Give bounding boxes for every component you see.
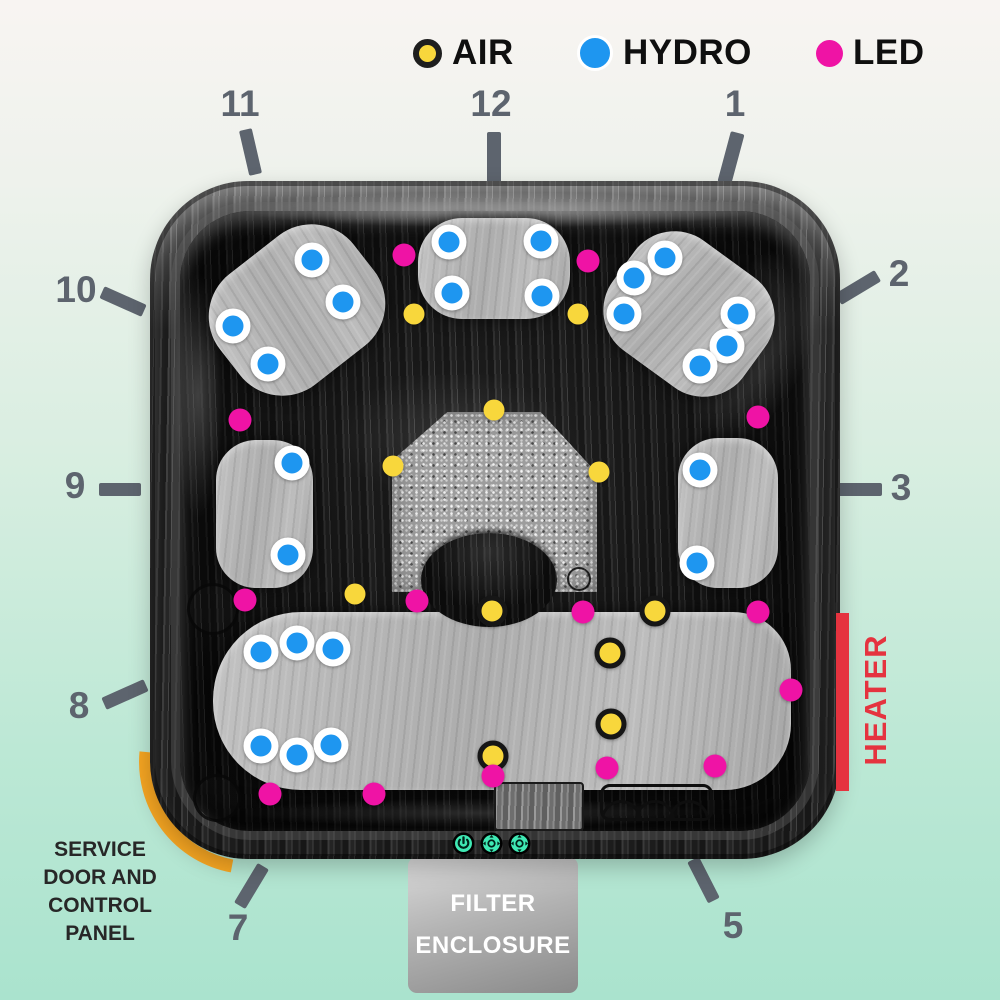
clock-tick [834, 269, 882, 305]
hydro-jet-dot [720, 296, 756, 332]
hydro-jet-dot [279, 625, 315, 661]
legend-item-led: LED [816, 33, 925, 73]
clock-tick [838, 482, 882, 496]
led-light-dot [481, 764, 505, 788]
legend-label-led: LED [853, 33, 925, 72]
hydro-jet-dot [679, 545, 715, 581]
jet-adjust-icon [480, 832, 503, 855]
filter-line: ENCLOSURE [415, 932, 571, 959]
hydro-jet-icon [577, 35, 613, 71]
led-light-dot [746, 405, 770, 429]
led-light-dot [703, 754, 727, 778]
clock-tick [238, 128, 262, 176]
hydro-jet-dot [682, 452, 718, 488]
led-light-icon [816, 39, 843, 67]
led-light-dot [595, 756, 619, 780]
led-light-dot [228, 408, 252, 432]
floor-fitting-circle [187, 583, 239, 635]
air-jet-dot [567, 303, 589, 325]
hydro-jet-dot [434, 275, 470, 311]
heater-bar [836, 613, 849, 791]
hydro-jet-dot [243, 634, 279, 670]
clock-tick [717, 131, 745, 185]
control-icons-row [452, 832, 531, 855]
molded-scallop-detail [600, 784, 713, 821]
air-jet-dot [483, 399, 505, 421]
hydro-jet-dot [325, 284, 361, 320]
hydro-jet-dot [431, 224, 467, 260]
hydro-jet-dot [315, 631, 351, 667]
legend-item-hydro: HYDRO [577, 33, 752, 73]
clock-tick [99, 285, 147, 317]
service-line: CONTROL [48, 893, 152, 917]
hydro-jet-dot [279, 737, 315, 773]
hydro-jet-dot [270, 537, 306, 573]
led-light-dot [576, 249, 600, 273]
service-line: DOOR AND [43, 865, 157, 889]
hydro-jet-dot [606, 296, 642, 332]
hydro-jet-dot [524, 278, 560, 314]
hydro-jet-dot [616, 260, 652, 296]
hydro-jet-dot [294, 242, 330, 278]
service-door-label: SERVICE DOOR AND CONTROL PANEL [10, 836, 190, 948]
air-jet-dot [588, 461, 610, 483]
service-line: PANEL [65, 921, 135, 945]
legend-item-air: AIR [413, 33, 514, 73]
led-light-dot [258, 782, 282, 806]
hydro-jet-dot [647, 240, 683, 276]
clock-position-label: 8 [68, 685, 90, 726]
topside-control-panel [494, 782, 584, 831]
clock-position-label: 12 [470, 83, 512, 124]
legend-label-air: AIR [452, 33, 514, 72]
service-door-arc [139, 751, 234, 873]
clock-position-label: 9 [64, 465, 86, 506]
drain-circle [567, 567, 591, 591]
air-jet-dot [476, 595, 508, 627]
clock-tick [99, 482, 141, 496]
service-line: SERVICE [54, 838, 146, 861]
hydro-jet-dot [313, 727, 349, 763]
hydro-jet-dot [523, 223, 559, 259]
filter-enclosure: FILTER ENCLOSURE [408, 857, 578, 993]
heater-label: HEATER [858, 634, 893, 766]
led-light-dot [571, 600, 595, 624]
clock-position-label: 2 [888, 253, 910, 294]
floor-fitting-circle [193, 774, 241, 822]
clock-tick [686, 856, 720, 904]
air-jet-dot [382, 455, 404, 477]
hydro-jet-dot [274, 445, 310, 481]
hydro-jet-dot [250, 346, 286, 382]
clock-position-label: 7 [227, 907, 249, 948]
clock-tick [101, 678, 149, 710]
led-light-dot [779, 678, 803, 702]
led-light-dot [392, 243, 416, 267]
legend-label-hydro: HYDRO [623, 33, 752, 72]
led-light-dot [233, 588, 257, 612]
clock-position-label: 11 [220, 83, 260, 124]
clock-position-label: 5 [722, 905, 744, 946]
filter-line: FILTER [450, 890, 536, 917]
jet-adjust-icon [508, 832, 531, 855]
air-jet-dot [639, 595, 671, 627]
led-light-dot [362, 782, 386, 806]
air-jet-dot [594, 637, 626, 669]
led-light-dot [405, 589, 429, 613]
hydro-jet-dot [243, 728, 279, 764]
clock-tick [487, 132, 501, 184]
hydro-jet-dot [215, 308, 251, 344]
led-light-dot [746, 600, 770, 624]
clock-position-label: 10 [55, 269, 97, 310]
air-jet-dot [344, 583, 366, 605]
air-jet-dot [595, 708, 627, 740]
air-jet-dot [403, 303, 425, 325]
air-jet-icon [413, 38, 442, 68]
clock-position-label: 1 [724, 83, 746, 124]
clock-position-label: 3 [890, 467, 912, 508]
power-icon [452, 832, 475, 855]
hydro-jet-dot [682, 348, 718, 384]
